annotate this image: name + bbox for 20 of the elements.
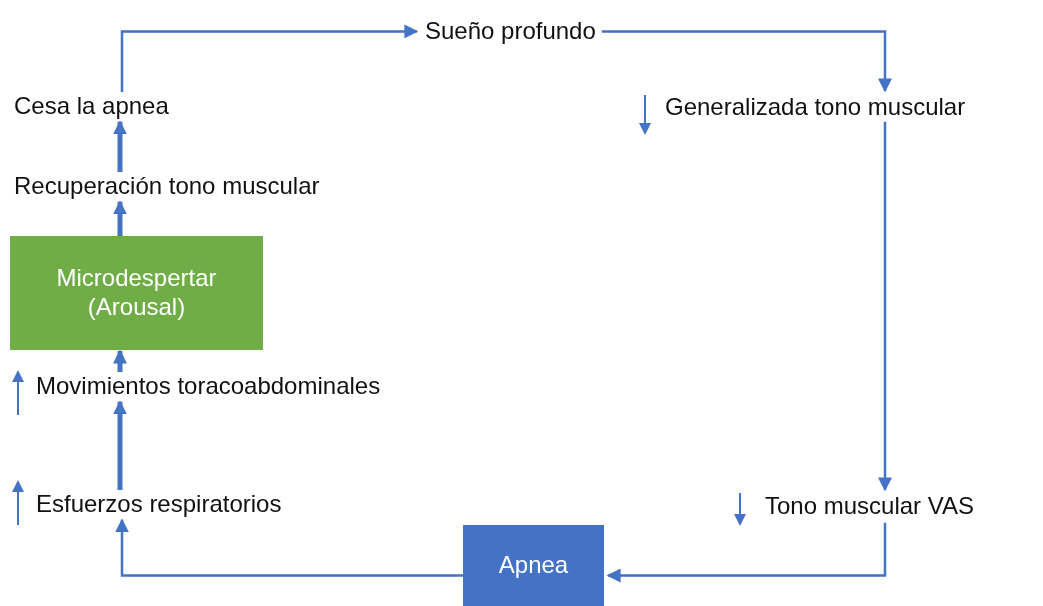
step-label: Movimientos toracoabdominales [36, 372, 381, 401]
step-label: Esfuerzos respiratorios [36, 490, 282, 519]
box-label: Microdespertar (Arousal) [55, 264, 218, 322]
arrow [113, 349, 127, 372]
arrow [601, 30, 892, 93]
step-label: Sueño profundo [425, 17, 596, 46]
box-label: Apnea [498, 551, 569, 580]
arrow [113, 400, 127, 490]
step-label: Cesa la apnea [14, 92, 169, 121]
process-box [463, 525, 604, 606]
arrow [120, 24, 419, 92]
arrow [878, 121, 892, 492]
arrow [113, 120, 127, 172]
arrow [115, 518, 463, 577]
arrow [113, 200, 127, 236]
process-box [10, 236, 263, 350]
step-label: Recuperación tono muscular [14, 172, 320, 201]
step-label: Generalizada tono muscular [665, 93, 966, 122]
step-label: Tono muscular VAS [765, 492, 974, 521]
arrow [606, 522, 887, 583]
